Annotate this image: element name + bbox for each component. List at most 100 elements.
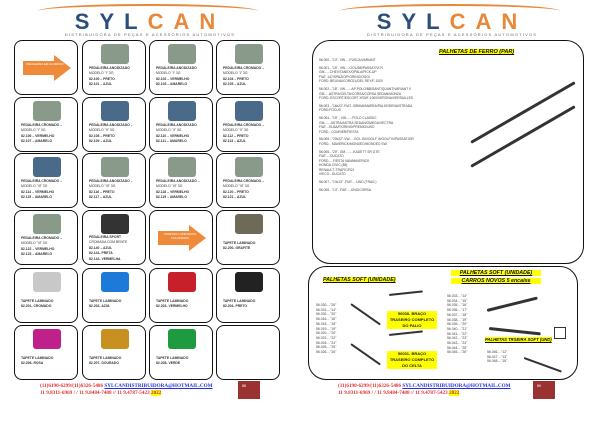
product-text: 82.203- VERMELHO <box>156 304 188 309</box>
braco1-label: 56038- BRAÇO <box>387 311 437 317</box>
soft-item: 56.018...."18" <box>316 321 337 326</box>
email-link[interactable]: SYLCANDISTRIBUIDORA@HOTMAIL.COM <box>402 383 511 389</box>
email-link[interactable]: SYLCANDISTRIBUIDORA@HOTMAIL.COM <box>104 383 213 389</box>
product-text: 82.122 – VERMELHO <box>21 246 55 251</box>
ferro-line: 56.005..."20x22"-VW.....GOL GIII/GOLF II… <box>319 137 414 142</box>
catalog-page-right: SYLCAN DISTRIBUIDORA DE PEÇAS E ACESSÓRI… <box>300 0 600 424</box>
product-text: 82.121 – AZUL <box>223 195 247 200</box>
product-text: 82.119 – AMARELO <box>156 195 187 200</box>
new-item: 56.043...."24" <box>447 341 468 346</box>
product-text: MODELO "I" 3G <box>89 71 114 76</box>
product-image <box>101 101 129 121</box>
product-text: TAPETE LAMINADO <box>223 299 256 303</box>
product-text: 82.107 – AMARELO <box>21 139 53 144</box>
ferro-entry: 56.000..."13"- VW.....FUSCA/VARIANT <box>319 58 479 63</box>
product-image <box>168 44 196 64</box>
product-text: 82.109 – AZUL <box>89 139 113 144</box>
ferro-line: FIAT.....DUCATO <box>319 154 344 159</box>
product-image <box>33 101 61 121</box>
product-image <box>101 157 129 177</box>
ferro-entry: 56.002..."18"- VW.......AP POLO/BB/SANT/… <box>319 87 479 101</box>
product-text: 82.140 – AZUL <box>89 245 113 250</box>
ferro-title: PALHETAS DE FERRO (PAR) <box>439 49 515 55</box>
ferro-line: 56.008..."13"- FIAT.....UNO/CORSA <box>319 187 371 192</box>
product-image <box>235 44 263 64</box>
product-image <box>168 272 196 292</box>
product-text: PEDALEIRA ANODIZADO <box>89 66 130 70</box>
product-text: PEDALEIRA CROMADO – <box>223 179 265 183</box>
new-item: 56.038...."19" <box>447 317 468 322</box>
product-text: 82.106 – VERMELHO <box>21 133 55 138</box>
new-item: 56.035...."16" <box>447 303 468 308</box>
product-image <box>101 44 129 64</box>
ferro-line: IVECO...DUCATO <box>319 172 346 177</box>
product-text: 82.104 – PRETO <box>223 76 249 81</box>
new-item: 56.042...."23" <box>447 336 468 341</box>
product-image <box>168 157 196 177</box>
soft-item: 56.024...."24" <box>316 340 337 345</box>
arrow-icon: PEDALEIRA EM ALUMÍNIO <box>23 55 71 81</box>
product-text: 82.208- VERDE <box>156 361 181 366</box>
soft-item: 56.016...."16" <box>316 317 337 322</box>
product-text: PEDALEIRA CROMADO – <box>21 123 63 127</box>
braco1-label: TRASEIRO COMPLETO <box>387 317 437 323</box>
rear-item: 56.047...."13" <box>487 354 508 359</box>
product-text: 82.202- AZUL <box>89 304 111 309</box>
product-text: 82.108 – PRETO <box>89 133 115 138</box>
ferro-section: PALHETAS DE FERRO (PAR) 56.000..."13"- V… <box>312 40 584 264</box>
page-number: 89 <box>533 381 555 399</box>
soft-item: 56.019...."19" <box>316 326 337 331</box>
ferro-line: FORD... MAVERICK/MONDEO/MONDEO SW. <box>319 141 388 146</box>
product-text: 82.111 – AMARELO <box>156 139 187 144</box>
product-text: 82.117 – AZUL <box>89 195 112 200</box>
sylcan-logo: SYLCAN DISTRIBUIDORA DE PEÇAS E ACESSÓRI… <box>332 3 572 37</box>
product-text: 82.204- PRETO <box>223 304 248 309</box>
product-text: 82.112 – PRETO <box>223 133 249 138</box>
product-text: 82.201- CROMADO <box>21 304 52 309</box>
product-text: 82.116 – PRETO <box>89 189 115 194</box>
catalog-page-left: SYLCAN DISTRIBUIDORA DE PEÇAS E ACESSÓRI… <box>14 4 280 399</box>
product-text: 82.206- ROSA <box>21 361 44 366</box>
new-item: 56.044...."25" <box>447 345 468 350</box>
product-text: TAPETE LAMINADO <box>21 356 54 360</box>
ferro-entry: 56.007..."13x13" -FIAT.... UNO (TRAS.) <box>319 180 479 185</box>
ferro-line: FIAT....ELBA/FIORINO/PREMIO/UNO <box>319 125 375 130</box>
product-text: 82.101 – AZUL <box>89 82 113 87</box>
soft-item: 56.030...."26" <box>316 303 337 307</box>
product-text: 82.123 – AMARELO <box>21 252 53 257</box>
product-text: TAPETE LAMINADO <box>89 356 122 360</box>
arrow-label: PEDALEIRA EM ALUMÍNIO <box>26 62 64 66</box>
product-text: PEDALEIRA ANODIZADO – <box>156 179 200 183</box>
ferro-line: 56.007..."13x13" -FIAT.... UNO (TRAS.) <box>319 180 377 185</box>
product-image <box>235 272 263 292</box>
product-image <box>33 329 61 349</box>
product-text: MODELO "II" 3G <box>223 128 249 133</box>
new-item: 56.036...."17" <box>447 308 468 313</box>
product-image <box>101 272 129 292</box>
product-text: 82.105 – AZUL <box>223 82 247 87</box>
product-text: MODELO "II" 3G <box>89 128 115 133</box>
braco2-label: TRASEIRO COMPLETO <box>387 357 437 363</box>
new-item: 56.039...."20" <box>447 322 468 327</box>
soft-section: PALHETAS SOFT (UNIDADE) PALHETAS SOFT (U… <box>308 266 578 380</box>
ferro-line: FORD..ESCORT/ESCORT XR3/F-1000/VERONA/VE… <box>319 96 413 101</box>
new-item: 56.041...."22" <box>447 331 468 336</box>
product-image <box>101 329 129 349</box>
product-text: 82.103 – AMARELO <box>156 82 188 87</box>
product-text: 82.207- DOURADO <box>89 361 119 366</box>
ferro-line: 56.006..."20"- GM.........KADETT SR GTE <box>319 149 380 154</box>
rear-item: 56.046...."12" <box>487 350 508 354</box>
section-arrow: PEDALEIRA EM ALUMÍNIO <box>14 40 78 95</box>
ferro-line: FIAT..147/SPAZIO/FIORINO/OGGI <box>319 74 370 79</box>
ferro-entry: 56.003..."16x22"-FIAT...BRAVA/MAREA/PALI… <box>319 104 479 113</box>
